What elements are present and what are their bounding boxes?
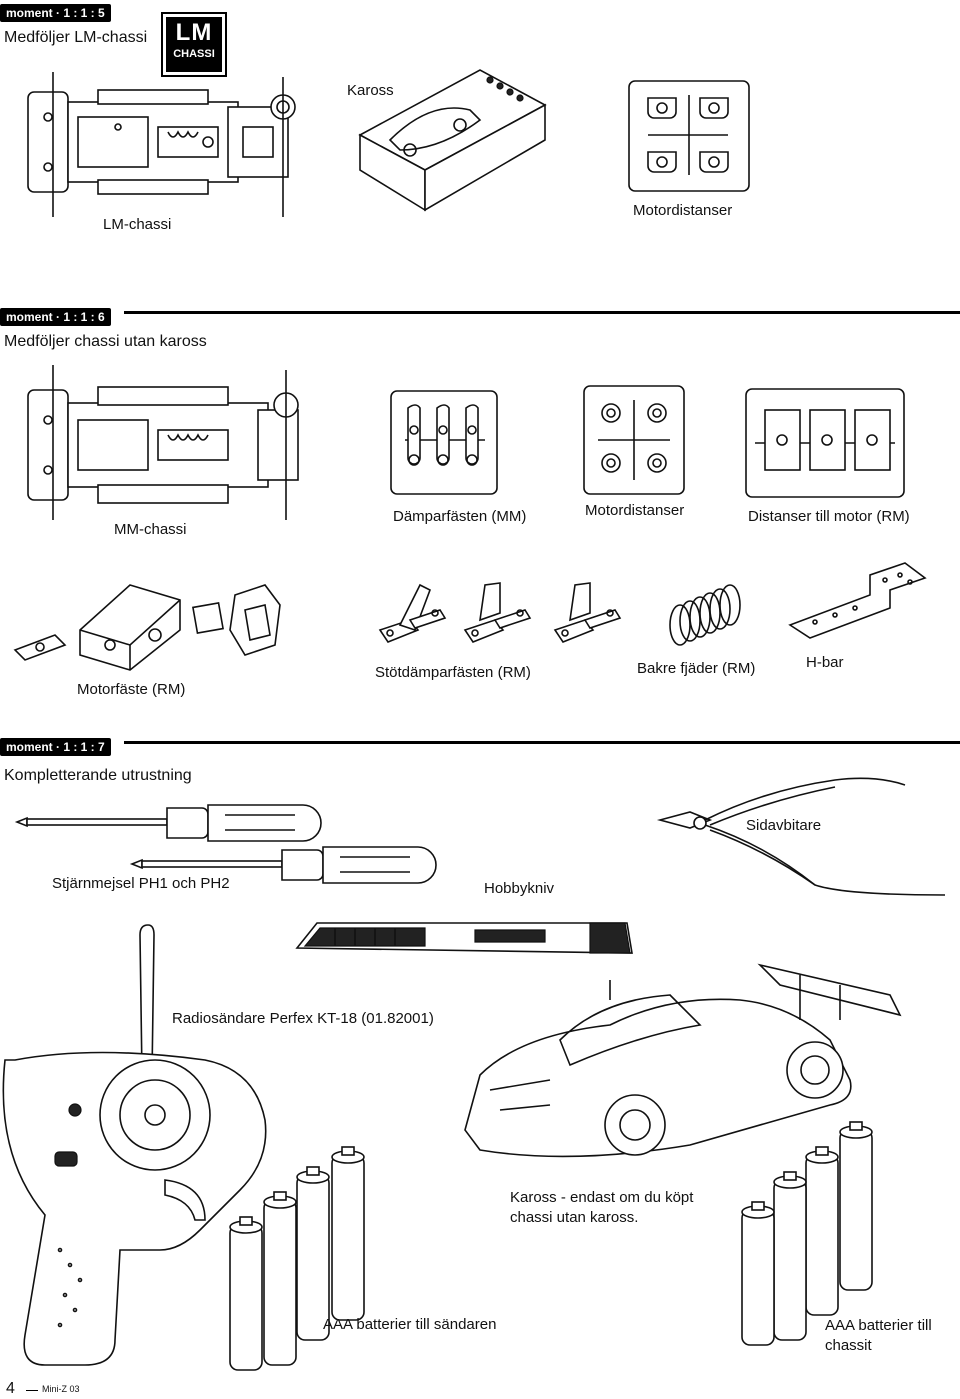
label-stjarnmejsel: Stjärnmejsel PH1 och PH2	[52, 875, 230, 892]
kaross-box-illustration	[358, 69, 547, 212]
label-distanser-motor: Distanser till motor (RM)	[748, 508, 910, 525]
aaa-batterier-sandaren-illustration	[229, 1146, 365, 1371]
label-mm-chassi: MM-chassi	[114, 521, 187, 538]
section-badge-3: moment · 1 : 1 : 7	[0, 738, 111, 756]
section-title-3: Kompletterande utrustning	[4, 767, 192, 784]
motordistanser-2-illustration	[583, 385, 685, 495]
section-rule-3	[124, 741, 960, 744]
label-motordistanser-2: Motordistanser	[585, 502, 685, 519]
label-aaa-sandaren: AAA batterier till sändaren	[323, 1316, 497, 1333]
section-title-1: Medföljer LM-chassi	[4, 29, 148, 46]
section-badge-2: moment · 1 : 1 : 6	[0, 308, 111, 326]
stotdamparfasten-illustration	[378, 582, 622, 643]
footer-divider	[26, 1390, 38, 1391]
label-aaa-chassit: AAA batterier till chassit	[825, 1317, 932, 1354]
label-bakre-fjader: Bakre fjäder (RM)	[637, 660, 756, 677]
aaa-batterier-chassit-illustration	[741, 1121, 873, 1346]
h-bar-illustration	[788, 562, 927, 639]
kaross-car-illustration	[464, 963, 902, 1158]
screwdriver-ph2-illustration	[14, 804, 322, 842]
label-hobbykniv: Hobbykniv	[484, 880, 555, 897]
section-title-2: Medföljer chassi utan kaross	[4, 333, 207, 350]
label-h-bar: H-bar	[806, 654, 844, 671]
label-stotdamparfasten: Stötdämparfästen (RM)	[375, 664, 531, 681]
label-sidavbitare: Sidavbitare	[746, 817, 822, 834]
lm-chassis-illustration	[27, 72, 296, 217]
radiosandare-illustration	[2, 924, 267, 1366]
sidavbitare-illustration	[656, 777, 946, 896]
hobbykniv-illustration	[295, 922, 633, 954]
label-motordistanser-1: Motordistanser	[633, 202, 733, 219]
label-kaross: Kaross	[347, 82, 394, 99]
motorfaste-illustration	[13, 584, 281, 671]
bakre-fjader-illustration	[669, 584, 741, 646]
section-rule-2	[124, 311, 960, 314]
footer-product: Mini-Z 03	[42, 1384, 80, 1394]
mm-chassis-illustration	[27, 365, 299, 520]
distanser-motor-illustration	[745, 388, 905, 498]
label-kaross-endast: Kaross - endast om du köpt chassi utan k…	[510, 1189, 694, 1226]
label-motorfaste: Motorfäste (RM)	[77, 681, 186, 698]
label-radiosandare: Radiosändare Perfex KT-18 (01.82001)	[172, 1010, 434, 1027]
lm-chassi-logo: LM CHASSI	[161, 12, 227, 77]
screwdriver-ph1-illustration	[129, 846, 437, 884]
page-number: 4	[6, 1380, 15, 1397]
motordistanser-1-illustration	[628, 80, 750, 192]
label-damparfasten: Dämparfästen (MM)	[393, 508, 527, 525]
label-lm-chassi: LM-chassi	[103, 216, 172, 233]
damparfasten-illustration	[390, 390, 498, 495]
section-badge-1: moment · 1 : 1 : 5	[0, 4, 111, 22]
